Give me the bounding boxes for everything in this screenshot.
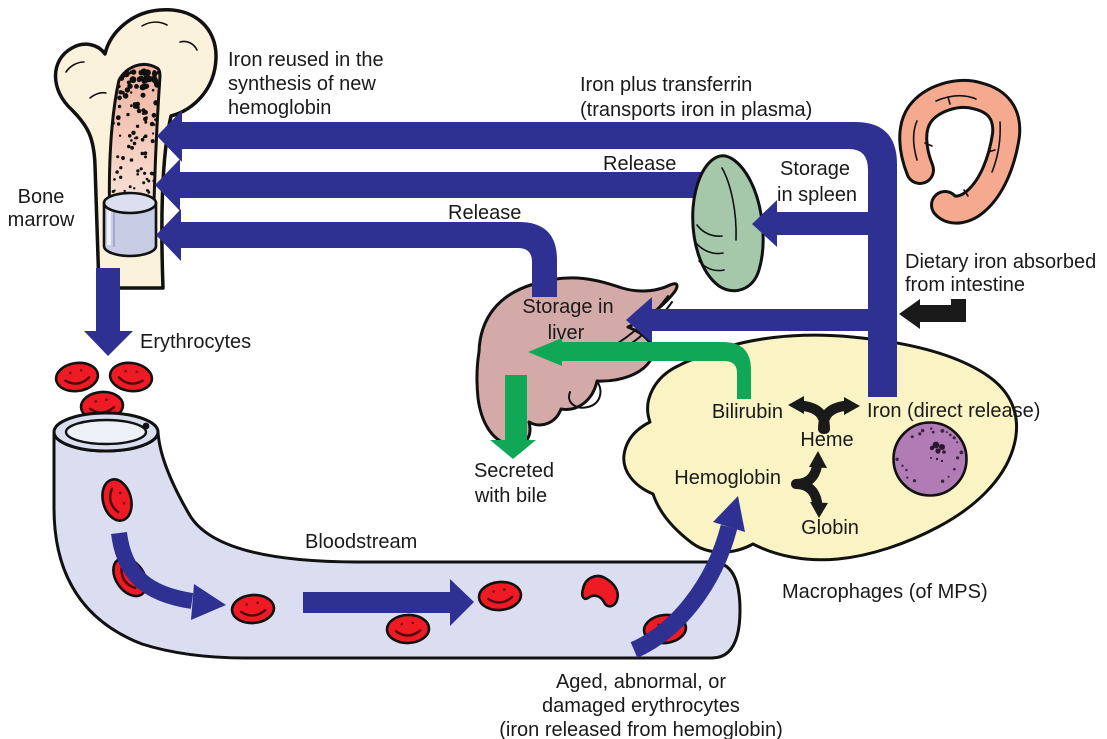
arrow-liver-to-bile [490, 375, 536, 459]
svg-text:with bile: with bile [474, 485, 547, 507]
red-blood-cell [106, 358, 156, 396]
spleen-folds [695, 167, 737, 272]
label-release-liver: Release [448, 202, 521, 224]
label-bloodstream: Bloodstream [305, 531, 417, 553]
label-release-spleen: Release [603, 153, 676, 175]
label-storage-liver: Storage in [522, 296, 613, 318]
svg-text:in spleen: in spleen [777, 184, 857, 206]
heme-split-arrows [788, 396, 860, 434]
label-aged-erythrocytes: Aged, abnormal, or [556, 671, 726, 693]
bone-surface-cracks [65, 21, 198, 99]
arrowhead-left [626, 297, 652, 343]
arrow-release-spleen-to-marrow [155, 159, 706, 211]
svg-text:synthesis of new: synthesis of new [228, 73, 376, 95]
damaged-erythrocyte [580, 574, 620, 608]
hemoglobin-split-arrows [791, 451, 828, 518]
arrow-iron-to-spleen [752, 200, 869, 247]
bloodstream-flow-arrows [111, 531, 474, 626]
vessel-lumen [64, 418, 148, 446]
label-bone-marrow: Bone [18, 186, 65, 208]
svg-text:liver: liver [548, 322, 585, 344]
label-dietary-iron: Dietary iron absorbed [905, 251, 1096, 273]
svg-text:(iron released from hemoglobin: (iron released from hemoglobin) [499, 719, 782, 739]
label-macrophages: Macrophages (of MPS) [782, 581, 988, 603]
red-blood-cell [385, 612, 431, 646]
arrowhead-down [84, 331, 133, 356]
label-storage-spleen: Storage [780, 158, 850, 180]
arrowhead-down [490, 440, 536, 459]
arrow-marrow-to-erythrocytes [84, 268, 133, 356]
macrophage-cell [622, 333, 1018, 562]
label-iron-reused: Iron reused in the [228, 49, 384, 71]
arrowhead-left [157, 110, 182, 162]
arrowhead-left [155, 159, 180, 211]
svg-text:(transports iron in plasma): (transports iron in plasma) [580, 99, 812, 121]
svg-text:damaged erythrocytes: damaged erythrocytes [542, 695, 740, 717]
arrowhead-left [528, 338, 562, 366]
label-erythrocytes: Erythrocytes [140, 331, 251, 353]
arrow-bilirubin-to-liver [528, 338, 751, 399]
vessel-erythrocytes [96, 474, 689, 647]
marrow-cylinder [102, 191, 158, 258]
arrow-dietary-iron [899, 299, 966, 329]
arrowhead-left [156, 209, 181, 261]
svg-text:hemoglobin: hemoglobin [228, 97, 331, 119]
svg-text:from intestine: from intestine [905, 274, 1025, 296]
label-hemoglobin: Hemoglobin [674, 467, 781, 489]
macrophage-nucleus [892, 421, 968, 497]
intestine-organ [898, 79, 1022, 225]
label-secreted-bile: Secreted [474, 460, 554, 482]
label-bilirubin: Bilirubin [712, 401, 783, 423]
arrowhead-left [752, 200, 777, 247]
label-iron-direct: Iron (direct release) [867, 400, 1040, 422]
label-globin: Globin [801, 517, 859, 539]
label-heme: Heme [800, 429, 853, 451]
vessel-rim-dot [142, 422, 150, 430]
blood-vessel [52, 411, 742, 660]
nucleus-stipple [895, 427, 964, 483]
arrowhead-up [713, 496, 745, 532]
red-blood-cell [52, 358, 102, 396]
spleen-organ [691, 154, 765, 293]
label-iron-transferrin: Iron plus transferrin [580, 74, 752, 96]
arrow-release-liver-to-marrow [156, 209, 557, 297]
labels: Iron reused in the synthesis of new hemo… [8, 49, 1097, 739]
arrow-iron-transferrin-pipe [157, 110, 897, 397]
arrow-iron-to-liver [626, 297, 869, 343]
bone-marrow-organ [53, 8, 218, 290]
intestine-creases [912, 95, 1001, 197]
arrow-erythrocyte-to-macrophage [630, 496, 745, 658]
svg-text:marrow: marrow [8, 209, 75, 231]
